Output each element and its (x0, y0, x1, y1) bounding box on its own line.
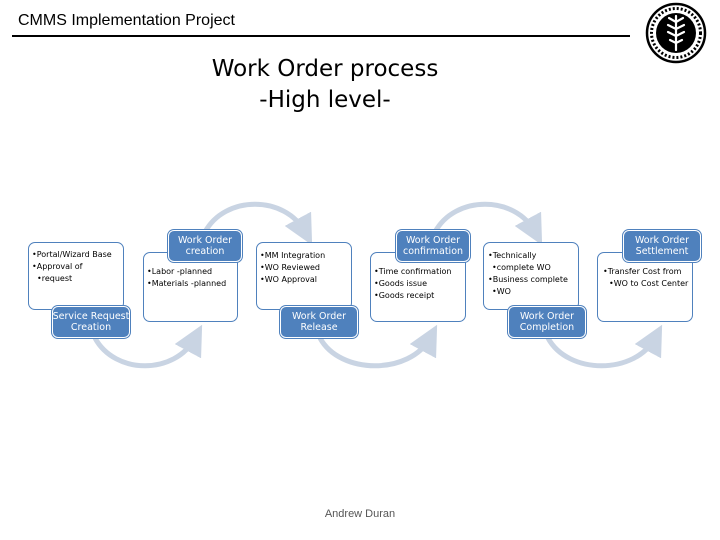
bullet: WO (488, 286, 568, 298)
page-title: Work Order process -High level- (150, 54, 500, 116)
step-bullets-wo-settlement: Transfer Cost from WO to Cost Center (603, 266, 689, 290)
step-bullets-wo-creation: Labor -planned Materials -planned (147, 266, 226, 290)
title-line-1: Work Order process (211, 56, 439, 82)
bullet: Technically (488, 250, 568, 262)
bullet: request (32, 273, 112, 285)
bullet: Goods receipt (374, 290, 451, 302)
header-title: CMMS Implementation Project (18, 12, 235, 29)
bullet: Labor -planned (147, 266, 226, 278)
bullet: Transfer Cost from (603, 266, 688, 278)
title-line-2: -High level- (259, 87, 391, 113)
step-bullets-wo-confirmation: Time confirmation Goods issue Goods rece… (374, 266, 452, 302)
bullet: WO Approval (260, 274, 325, 286)
bullet: Time confirmation (374, 266, 452, 278)
step-bullets-service-request: Portal/Wizard Base Approval of request (32, 249, 112, 285)
bullet: WO to Cost Center (603, 278, 689, 290)
bullet: WO Reviewed (260, 262, 325, 274)
bullet: Business complete (488, 274, 568, 286)
bullet: Portal/Wizard Base (32, 249, 112, 261)
footer-author: Andrew Duran (324, 508, 396, 520)
arrow-bottom-2 (317, 324, 438, 369)
arrow-top-1 (202, 201, 313, 246)
step-bullets-wo-completion: Technically complete WO Business complet… (488, 250, 568, 298)
arrow-top-2 (432, 201, 543, 246)
header-rule (12, 35, 630, 37)
bullet: Approval of (32, 261, 112, 273)
bullet: complete WO (488, 262, 568, 274)
bullet: Materials -planned (147, 278, 226, 290)
step-bullets-wo-release: MM Integration WO Reviewed WO Approval (260, 250, 325, 286)
college-seal-icon (645, 2, 707, 64)
arrow-bottom-3 (545, 324, 663, 369)
bullet: Goods issue (374, 278, 451, 290)
bullet: MM Integration (260, 250, 325, 262)
arrow-bottom-1 (92, 324, 203, 369)
